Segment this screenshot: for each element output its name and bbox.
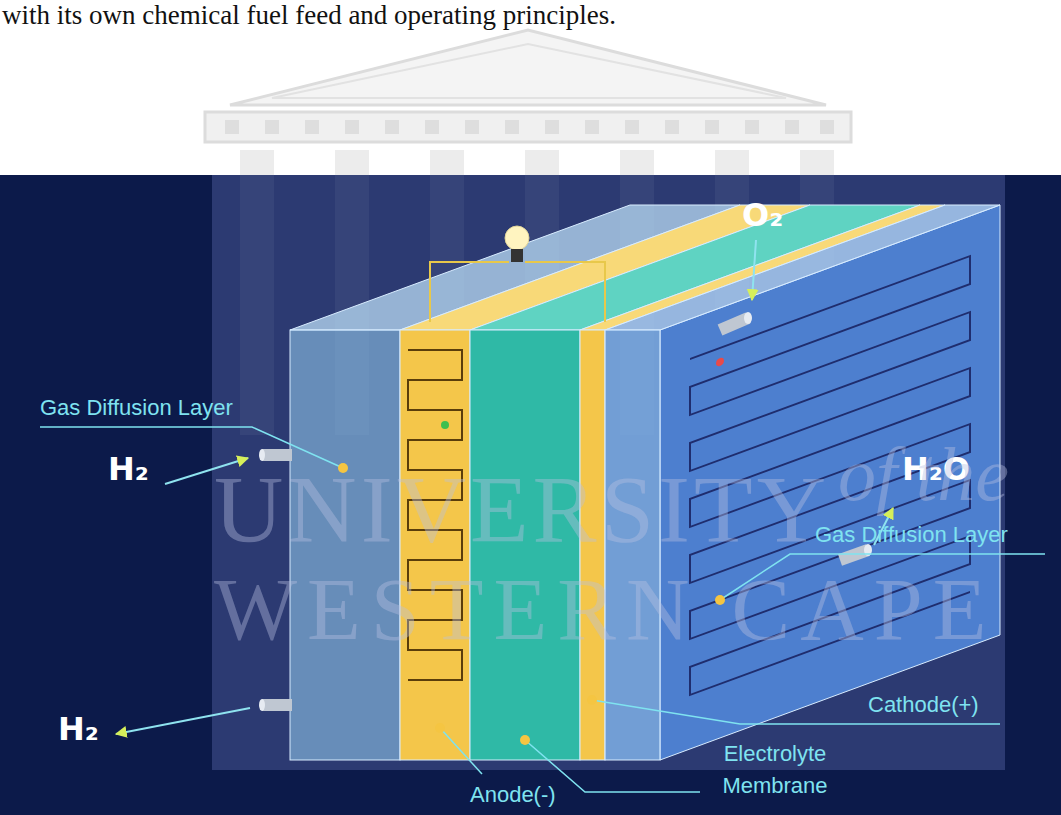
cathode-flow-channel [716, 356, 724, 367]
watermark: WESTERN CAPE [214, 566, 996, 654]
building-watermark [465, 120, 479, 134]
leader-lines [40, 427, 1045, 792]
external-circuit [505, 226, 529, 250]
building-watermark [820, 120, 834, 134]
part-label: Anode(-) [470, 782, 556, 807]
gas-pipes [262, 699, 292, 711]
building-watermark [545, 120, 559, 134]
leader-dots [587, 695, 597, 705]
building-watermark [225, 120, 239, 134]
dark-background [240, 175, 274, 435]
part-label: Gas Diffusion Layer [815, 522, 1008, 547]
part-label: Gas Diffusion Layer [40, 395, 233, 420]
building-watermark [345, 120, 359, 134]
building-watermark [505, 120, 519, 134]
external-circuit [430, 226, 605, 322]
gas-pipes [744, 312, 752, 324]
flow-arrows [116, 708, 250, 734]
gas-pipes [720, 318, 748, 330]
gas-pipes [840, 550, 868, 560]
building-watermark [625, 120, 639, 134]
building-watermark [705, 120, 719, 134]
dark-background [0, 175, 1061, 815]
building-watermark [225, 120, 834, 134]
body-text: with its own chemical fuel feed and oper… [2, 0, 616, 31]
building-watermark [205, 112, 851, 142]
building-watermark [715, 150, 749, 175]
leader-dots [435, 723, 445, 733]
building-watermark [430, 150, 464, 175]
flow-arrows [116, 240, 893, 734]
external-circuit [430, 262, 605, 322]
gas-pipes [262, 449, 292, 461]
dark-background [0, 175, 1061, 815]
building-watermark [305, 120, 319, 134]
watermark: of the [838, 436, 1009, 512]
building-watermark [335, 150, 369, 175]
building-watermark [620, 150, 654, 175]
building-watermark [785, 120, 799, 134]
building-watermark [240, 150, 274, 175]
hydrogen-dot [441, 421, 449, 429]
part-label: Cathode(+) [868, 692, 979, 717]
watermark: UNIVERSITY [214, 462, 830, 558]
gas-pipes [259, 449, 265, 461]
building-watermark [745, 120, 759, 134]
leader-lines [440, 728, 482, 774]
leader-dots [520, 735, 530, 745]
flow-arrows [752, 240, 756, 300]
building-watermark [585, 120, 599, 134]
gas-label: O₂ [742, 198, 783, 233]
building-watermark [230, 30, 826, 105]
building-watermark [385, 120, 399, 134]
building-watermark [205, 30, 851, 175]
building-watermark [800, 150, 834, 175]
building-watermark [240, 150, 834, 175]
gas-pipes [259, 699, 265, 711]
external-circuit [511, 249, 523, 262]
building-watermark [272, 44, 786, 98]
building-watermark [425, 120, 439, 134]
building-watermark [665, 120, 679, 134]
building-watermark [525, 150, 559, 175]
building-watermark [265, 120, 279, 134]
gas-label: H₂ [108, 452, 149, 487]
gas-label: H₂ [58, 712, 99, 747]
part-label: Electrolyte Membrane [705, 738, 845, 802]
